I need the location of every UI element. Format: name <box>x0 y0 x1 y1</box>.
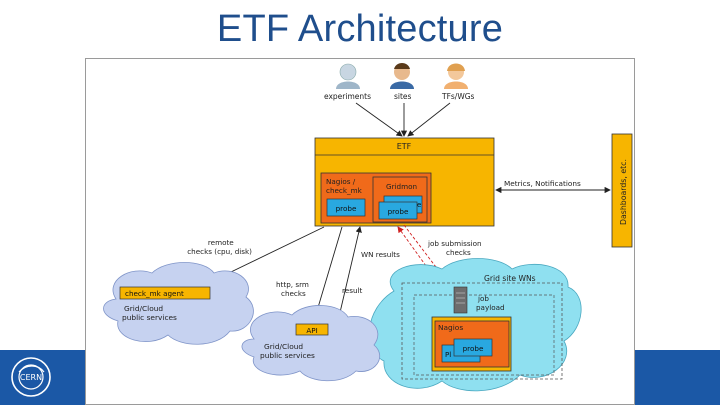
worker-node-server-icon <box>453 286 468 314</box>
arrow-experiments-etf <box>355 102 403 137</box>
etf-probe-box <box>326 198 366 217</box>
job-frame <box>413 294 555 376</box>
http-srm-label: http, srm checks <box>276 280 311 298</box>
check-mk-agent-label: check_mk agent <box>125 289 184 298</box>
etf-label: ETF <box>397 142 412 151</box>
wn-probe-label: probe <box>463 344 484 353</box>
gridmon-probe-front <box>378 201 418 220</box>
cloud-public-services-1 <box>103 262 254 345</box>
job-submission-line1: job submission <box>427 239 482 248</box>
gridmon-probe-back-label: e <box>417 201 421 209</box>
svg-text:CERN: CERN <box>20 373 42 382</box>
job-payload-line2: payload <box>476 303 505 312</box>
nagios-checkmk-label: Nagios / check_mk <box>326 177 363 195</box>
experiments-user-icon <box>336 63 360 89</box>
wn-probe-back-label: Pl <box>445 351 451 359</box>
http-srm-line1: http, srm <box>276 280 309 289</box>
arrow-tfs-etf <box>407 102 451 137</box>
cloud2-line1: Grid/Cloud <box>264 342 303 351</box>
api-box <box>295 323 329 336</box>
cloud1-label: Grid/Cloud public services <box>122 304 177 322</box>
nagios-checkmk-line2: check_mk <box>326 186 363 195</box>
tfs-label: TFs/WGs <box>441 92 475 101</box>
grid-site-frame <box>401 282 563 380</box>
job-payload-label: job payload <box>476 294 505 312</box>
api-label: API <box>306 326 317 335</box>
cloud1-line2: public services <box>122 313 177 322</box>
architecture-diagram: experiments sites TFs/WGs ETF Nagios / c… <box>103 63 633 392</box>
cloud2-line2: public services <box>260 351 315 360</box>
arrow-result <box>337 226 362 322</box>
tfs-user-icon <box>444 63 468 89</box>
job-submission-label: job submission checks <box>427 239 484 257</box>
sites-label: sites <box>394 92 412 101</box>
remote-checks-line1: remote <box>208 238 234 247</box>
wn-nagios-label: Nagios <box>438 323 463 332</box>
grid-site-label: Grid site WNs <box>484 274 536 283</box>
cloud1-line1: Grid/Cloud <box>124 304 163 313</box>
architecture-figure: experiments sites TFs/WGs ETF Nagios / c… <box>85 58 635 405</box>
check-mk-agent-box <box>119 286 211 300</box>
remote-checks-line2: checks (cpu, disk) <box>187 247 252 256</box>
nagios-checkmk-line1: Nagios / <box>326 177 356 186</box>
job-payload-line1: job <box>477 294 489 303</box>
wn-probe-front <box>453 338 493 357</box>
dashboards-label: Dashboards, etc. <box>619 159 628 225</box>
cern-logo: CERN <box>11 357 51 397</box>
http-srm-line2: checks <box>281 289 306 298</box>
wn-results-label: WN results <box>361 250 400 259</box>
metrics-label: Metrics, Notifications <box>504 179 581 188</box>
slide-title: ETF Architecture <box>216 8 504 50</box>
cloud2-label: Grid/Cloud public services <box>260 342 315 360</box>
result-label: result <box>342 286 363 295</box>
remote-checks-label: remote checks (cpu, disk) <box>187 238 252 256</box>
job-submission-line2: checks <box>446 248 471 257</box>
experiments-label: experiments <box>324 92 371 101</box>
cloud-public-services-2 <box>241 305 381 382</box>
gridmon-probe-label: probe <box>388 207 409 216</box>
dashboards-box <box>611 133 633 248</box>
etf-probe-label: probe <box>336 204 357 213</box>
sites-user-icon <box>390 63 414 89</box>
gridmon-label: Gridmon <box>386 182 417 191</box>
